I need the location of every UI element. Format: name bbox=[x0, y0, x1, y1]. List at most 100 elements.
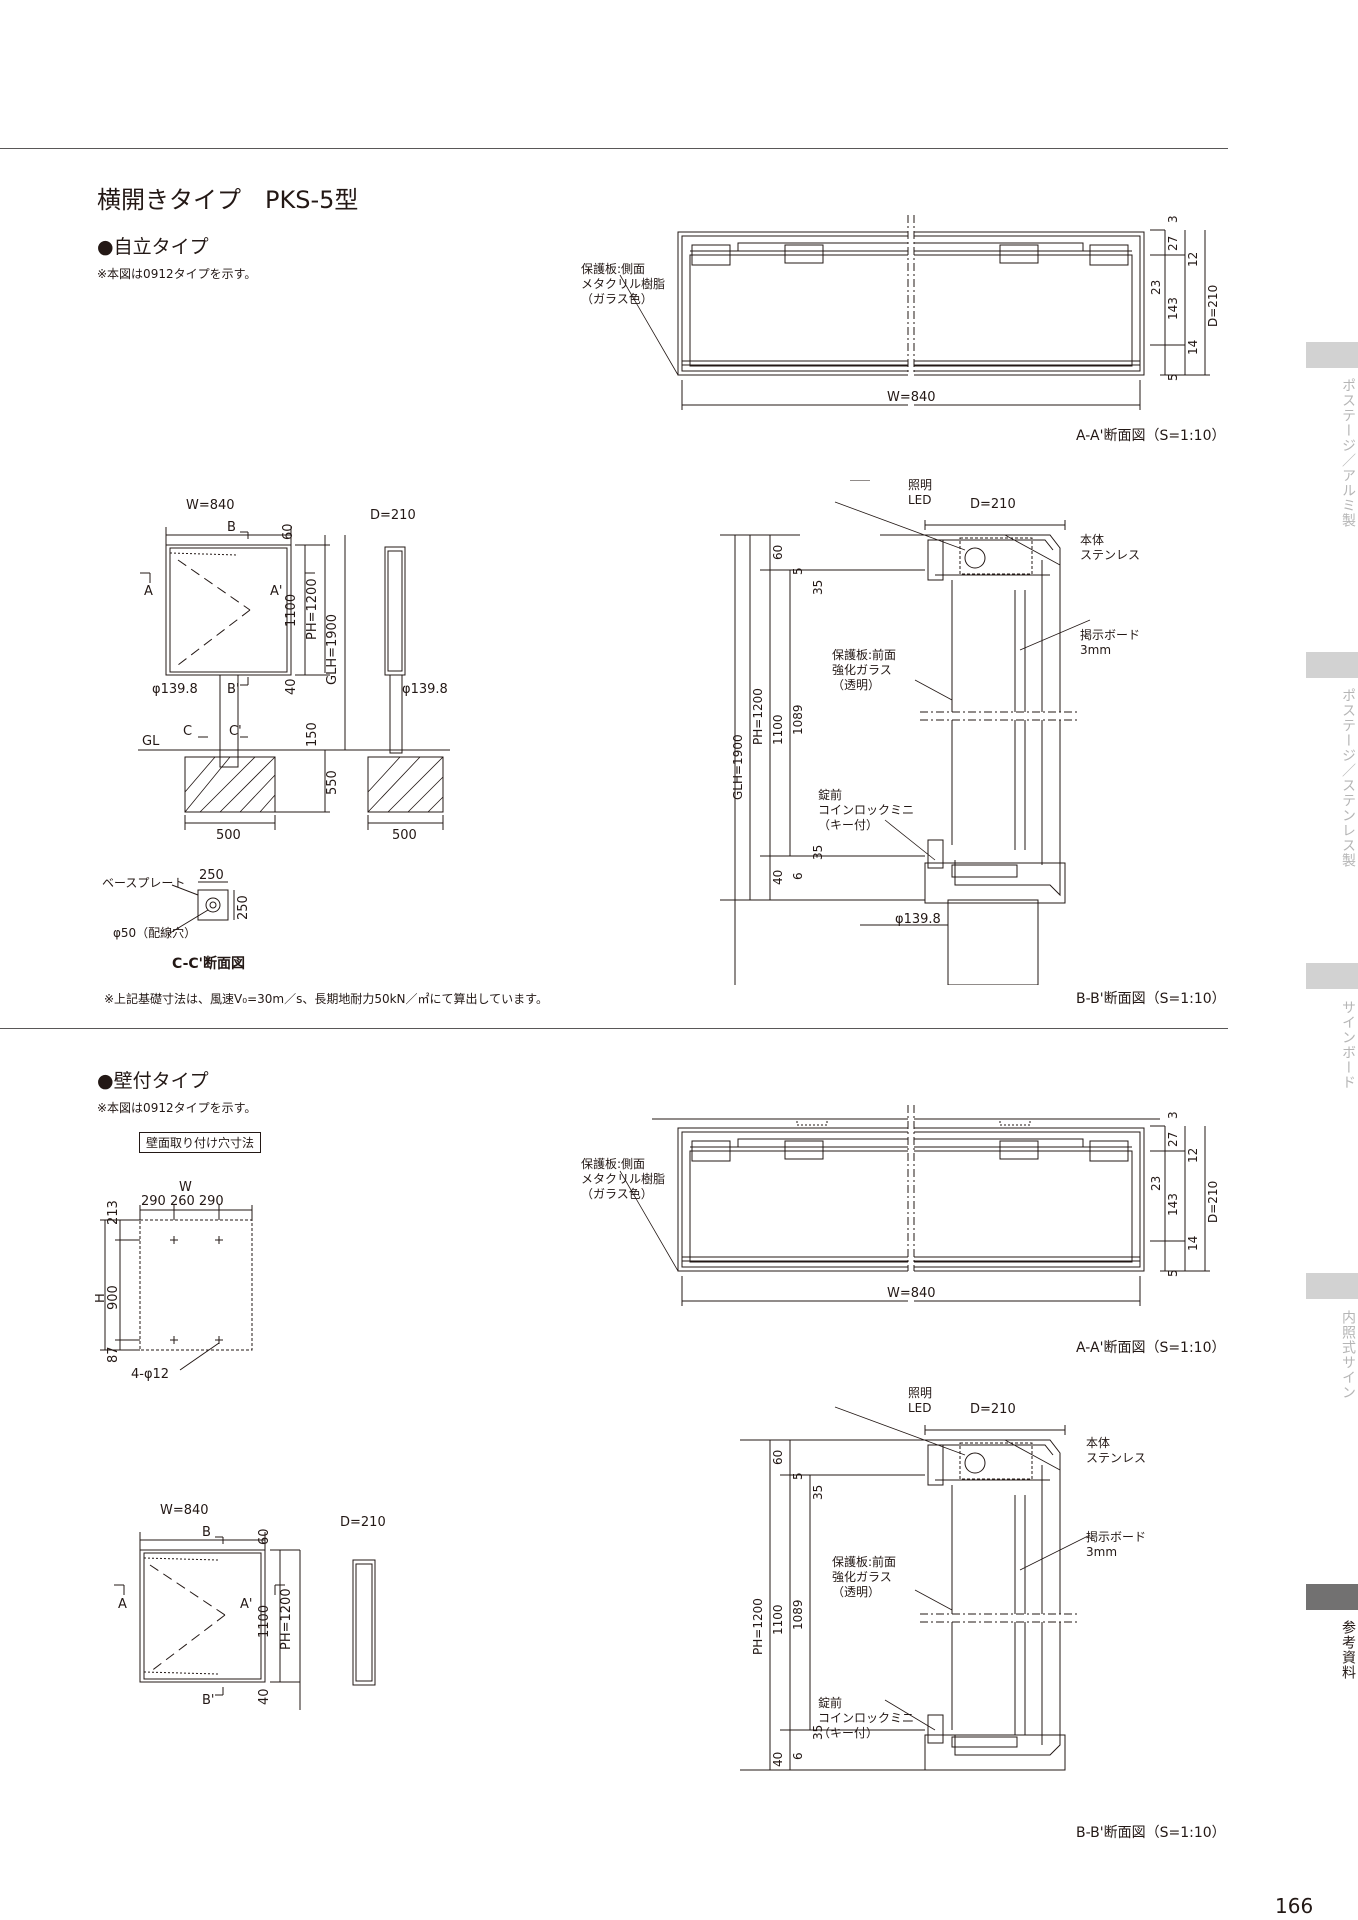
svg-text:1100: 1100 bbox=[284, 594, 299, 627]
svg-text:1089: 1089 bbox=[791, 704, 805, 735]
aa-d12: 12 bbox=[1186, 252, 1200, 267]
sidebar-label-signboard[interactable]: サインボード bbox=[1340, 1000, 1356, 1090]
svg-text:5: 5 bbox=[791, 1472, 805, 1480]
sidebar-tab-postage-stainless[interactable] bbox=[1306, 652, 1358, 678]
svg-text:35: 35 bbox=[811, 1485, 825, 1500]
svg-text:35: 35 bbox=[811, 845, 825, 860]
svg-text:60: 60 bbox=[257, 1528, 272, 1545]
svg-text:A: A bbox=[144, 584, 153, 599]
svg-text:6: 6 bbox=[791, 1752, 805, 1760]
svg-text:35: 35 bbox=[811, 1725, 825, 1740]
aa-d14: 14 bbox=[1186, 340, 1200, 355]
svg-text:B': B' bbox=[202, 1693, 215, 1708]
svg-text:60: 60 bbox=[281, 523, 296, 540]
svg-text:PH=1200: PH=1200 bbox=[305, 578, 320, 640]
sidebar-label-postage-aluminum[interactable]: ポステージ／アルミ製 bbox=[1340, 378, 1356, 528]
standalone-bb-section-drawing: D=210 60 5 35 GLH=1900 PH=1200 1100 1089… bbox=[720, 480, 1091, 985]
bb-light-label: 照明 LED bbox=[908, 478, 933, 507]
wall-bb-board-label: 掲示ボード 3mm bbox=[1086, 1530, 1147, 1559]
svg-text:3: 3 bbox=[1166, 1111, 1180, 1119]
svg-text:ベースプレート: ベースプレート bbox=[102, 876, 185, 890]
svg-text:PH=1200: PH=1200 bbox=[751, 688, 765, 745]
svg-text:D=210: D=210 bbox=[1206, 1181, 1220, 1223]
svg-text:φ139.8: φ139.8 bbox=[402, 682, 448, 697]
svg-text:213: 213 bbox=[106, 1200, 121, 1225]
standalone-elevation-drawing: W=840 B A A' 60 1100 PH=1200 GLH=1900 40… bbox=[138, 498, 450, 843]
svg-text:40: 40 bbox=[771, 870, 785, 885]
aa-d5: 5 bbox=[1166, 373, 1180, 381]
bb-front-panel-label: 保護板:前面 強化ガラス （透明） bbox=[832, 648, 897, 692]
standalone-aa-caption: A-A'断面図（S=1:10） bbox=[1076, 428, 1226, 444]
svg-text:500: 500 bbox=[216, 828, 241, 843]
page-title: 横開きタイプ PKS-5型 bbox=[97, 186, 359, 214]
wall-aa-section-drawing: W=840 3 27 12 23 143 D=210 14 5 bbox=[619, 1100, 1220, 1315]
svg-text:W=840: W=840 bbox=[887, 1286, 936, 1301]
svg-text:60: 60 bbox=[771, 1450, 785, 1465]
svg-text:B: B bbox=[227, 520, 236, 535]
wall-hole-box: 壁面取り付け穴寸法 bbox=[139, 1132, 262, 1153]
svg-text:87: 87 bbox=[106, 1346, 121, 1363]
wall-bb-lock-label: 錠前 コインロックミニ （キー付） bbox=[818, 1696, 915, 1740]
wall-heading: ●壁付タイプ bbox=[97, 1070, 209, 1092]
svg-text:143: 143 bbox=[1166, 1193, 1180, 1216]
svg-text:900: 900 bbox=[106, 1285, 121, 1310]
sidebar-label-postage-stainless[interactable]: ポステージ／ステンレス製 bbox=[1340, 688, 1356, 868]
bb-lock-label: 錠前 コインロックミニ （キー付） bbox=[818, 788, 915, 832]
wall-bb-caption: B-B'断面図（S=1:10） bbox=[1076, 1825, 1226, 1841]
aa-d3: 3 bbox=[1166, 215, 1180, 223]
wall-elevation-drawing: W=840 B A A' 60 1100 PH=1200 40 B' D=210 bbox=[114, 1503, 386, 1710]
svg-text:290 260 290: 290 260 290 bbox=[141, 1194, 224, 1209]
svg-text:D=210: D=210 bbox=[970, 1402, 1016, 1417]
wall-aa-caption: A-A'断面図（S=1:10） bbox=[1076, 1340, 1226, 1356]
svg-text:1089: 1089 bbox=[791, 1599, 805, 1630]
svg-text:250: 250 bbox=[236, 895, 251, 920]
svg-text:φ139.8: φ139.8 bbox=[152, 682, 198, 697]
svg-text:14: 14 bbox=[1186, 1236, 1200, 1251]
svg-text:W: W bbox=[179, 1180, 192, 1195]
svg-text:1100: 1100 bbox=[771, 1604, 785, 1635]
svg-text:4-φ12: 4-φ12 bbox=[131, 1367, 169, 1382]
wall-hole-drawing: W 290 260 290 H 213 900 87 4-φ12 bbox=[95, 1180, 253, 1382]
sidebar-label-reference[interactable]: 参考資料 bbox=[1340, 1620, 1356, 1680]
svg-text:1100: 1100 bbox=[771, 714, 785, 745]
sidebar-label-illuminated-sign[interactable]: 内照式サイン bbox=[1340, 1310, 1356, 1400]
svg-text:A: A bbox=[118, 1597, 127, 1612]
foundation-footnote: ※上記基礎寸法は、風速V₀=30m／s、長期地耐力50kN／㎡にて算出しています… bbox=[104, 992, 548, 1006]
svg-text:D=210: D=210 bbox=[340, 1515, 386, 1530]
svg-text:GLH=1900: GLH=1900 bbox=[731, 734, 745, 800]
svg-text:W=840: W=840 bbox=[160, 1503, 209, 1518]
cc-section-drawing: 250 250 ベースプレート φ50（配線穴） bbox=[102, 868, 251, 940]
svg-text:6: 6 bbox=[791, 872, 805, 880]
aa-d23: 23 bbox=[1149, 280, 1163, 295]
svg-text:C': C' bbox=[229, 724, 242, 739]
svg-text:GL: GL bbox=[142, 734, 160, 749]
svg-text:B: B bbox=[202, 1525, 211, 1540]
svg-text:23: 23 bbox=[1149, 1176, 1163, 1191]
aa-d27: 27 bbox=[1166, 236, 1180, 251]
svg-text:H: H bbox=[95, 1293, 108, 1303]
svg-text:27: 27 bbox=[1166, 1132, 1180, 1147]
aa-d143: 143 bbox=[1166, 297, 1180, 320]
svg-text:250: 250 bbox=[199, 868, 224, 883]
sidebar-tab-postage-aluminum[interactable] bbox=[1306, 342, 1358, 368]
sidebar-tab-reference[interactable] bbox=[1306, 1584, 1358, 1610]
sidebar-tab-signboard[interactable] bbox=[1306, 963, 1358, 989]
wall-bb-light-label: 照明 LED bbox=[908, 1386, 933, 1415]
svg-text:φ139.8: φ139.8 bbox=[895, 912, 941, 927]
svg-text:C: C bbox=[183, 724, 192, 739]
svg-text:D=210: D=210 bbox=[970, 497, 1016, 512]
svg-text:40: 40 bbox=[284, 678, 299, 695]
top-divider bbox=[0, 148, 1228, 149]
svg-text:5: 5 bbox=[1166, 1269, 1180, 1277]
svg-text:B': B' bbox=[227, 682, 240, 697]
sidebar-tab-illuminated-sign[interactable] bbox=[1306, 1273, 1358, 1299]
bb-board-label: 掲示ボード 3mm bbox=[1080, 628, 1141, 657]
svg-text:A': A' bbox=[240, 1597, 252, 1612]
svg-text:40: 40 bbox=[257, 1688, 272, 1705]
svg-text:D=210: D=210 bbox=[370, 508, 416, 523]
svg-text:150: 150 bbox=[305, 722, 320, 747]
wall-bb-front-panel-label: 保護板:前面 強化ガラス （透明） bbox=[832, 1555, 897, 1599]
standalone-note: ※本図は0912タイプを示す。 bbox=[97, 267, 257, 281]
svg-text:40: 40 bbox=[771, 1752, 785, 1767]
svg-text:PH=1200: PH=1200 bbox=[751, 1598, 765, 1655]
